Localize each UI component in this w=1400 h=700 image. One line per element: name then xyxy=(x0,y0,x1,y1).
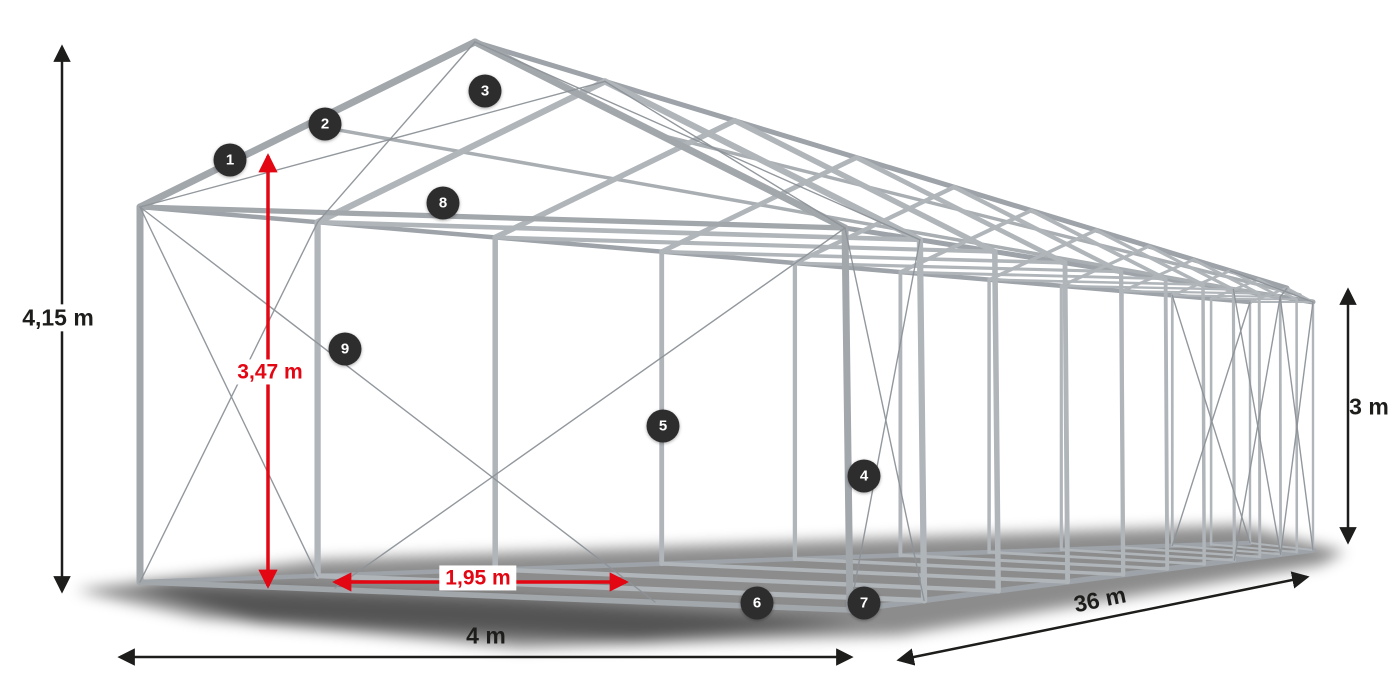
length-arrow xyxy=(896,571,1310,666)
part-hotspot-6[interactable]: 6 xyxy=(740,586,774,620)
part-hotspot-1[interactable]: 1 xyxy=(213,143,247,177)
dimension-label-entrance-width: 1,95 m xyxy=(439,565,517,591)
dimension-label-ridge-clearance: 3,47 m xyxy=(231,359,309,385)
part-hotspot-9[interactable]: 9 xyxy=(328,332,362,366)
dim-arrows-black xyxy=(53,44,1357,666)
dimension-label-width: 4 m xyxy=(466,622,506,649)
part-hotspot-3[interactable]: 3 xyxy=(468,74,502,108)
part-hotspot-5[interactable]: 5 xyxy=(646,409,680,443)
ground-shadow xyxy=(75,525,1345,648)
part-hotspot-4[interactable]: 4 xyxy=(847,459,881,493)
dimension-label-side-height: 3 m xyxy=(1349,393,1389,420)
part-hotspot-8[interactable]: 8 xyxy=(426,186,460,220)
part-hotspot-2[interactable]: 2 xyxy=(308,107,342,141)
part-hotspot-7[interactable]: 7 xyxy=(847,586,881,620)
dimension-label-total-height: 4,15 m xyxy=(17,304,99,332)
